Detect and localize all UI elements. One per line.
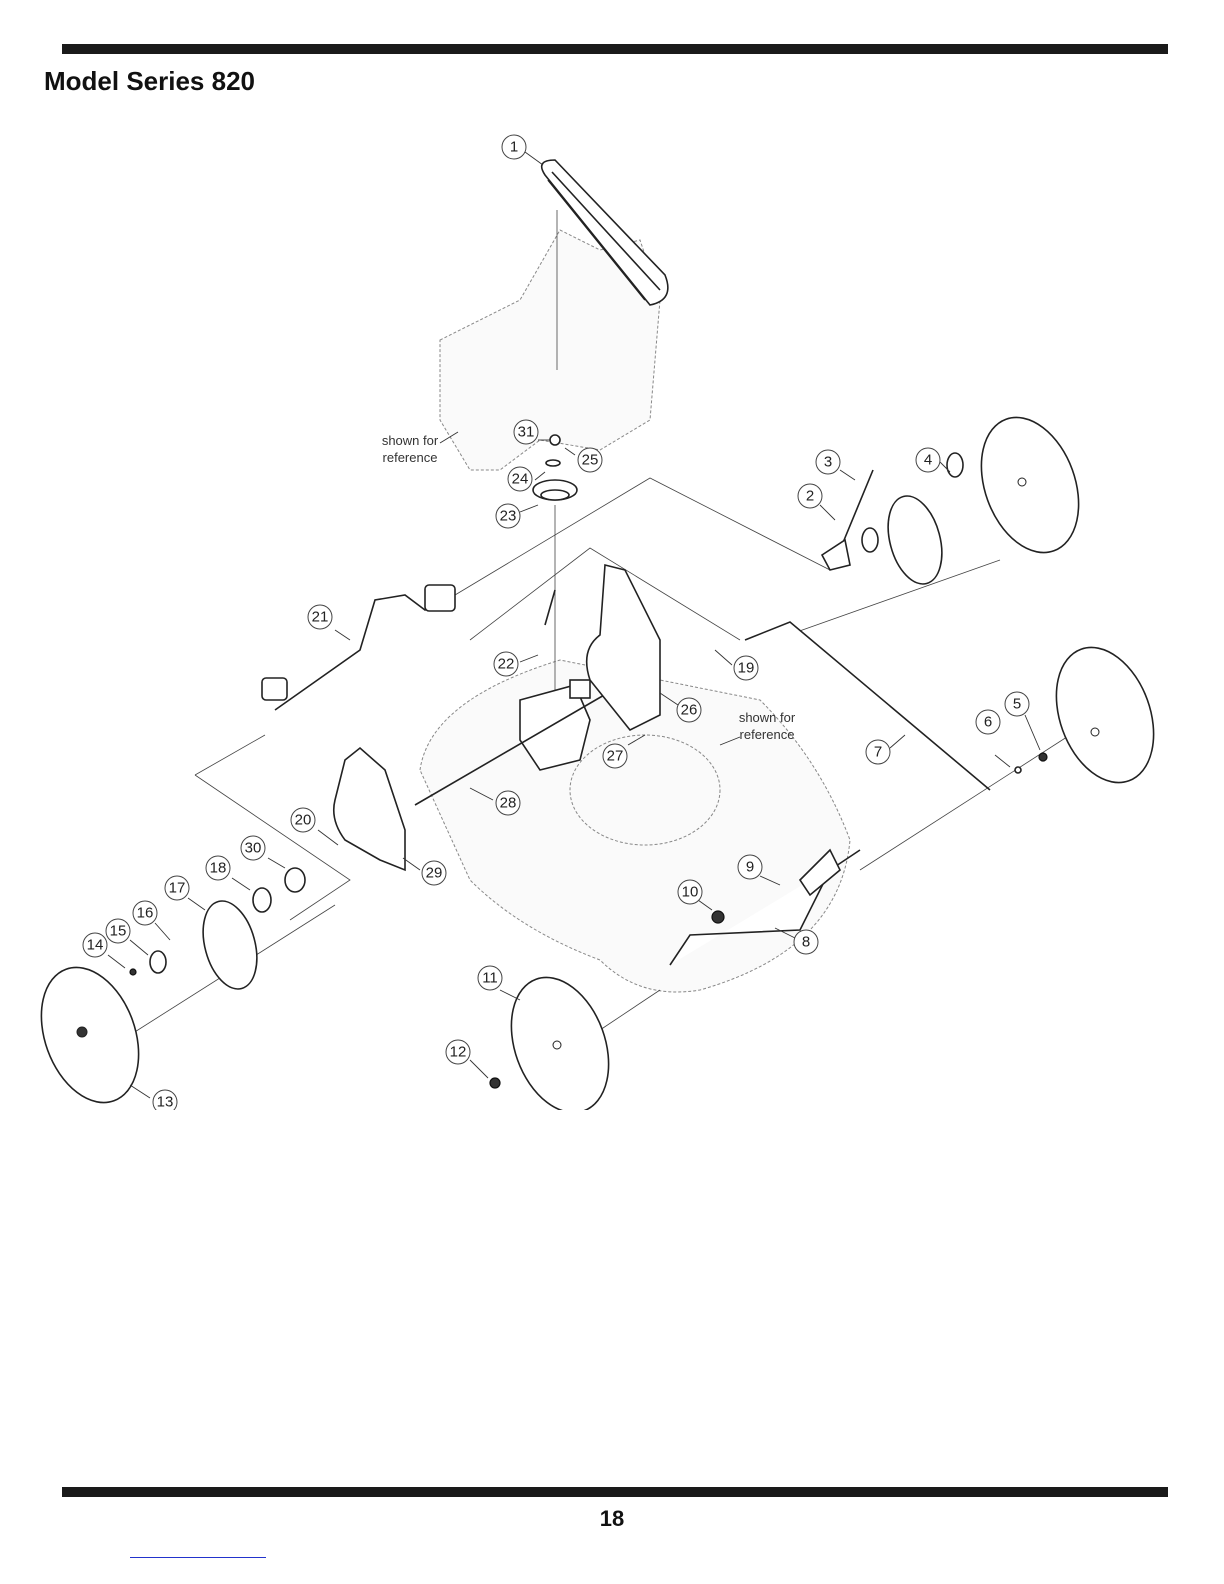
callout-28: 28	[496, 791, 520, 815]
callout-label: 16	[137, 905, 154, 922]
callout-17: 17	[165, 876, 189, 900]
callout-30: 30	[241, 836, 265, 860]
callout-27: 27	[603, 744, 627, 768]
top-rule	[62, 44, 1168, 54]
callout-3: 3	[816, 450, 840, 474]
callout-9: 9	[738, 855, 762, 879]
callout-2: 2	[798, 484, 822, 508]
callout-7: 7	[866, 740, 890, 764]
callout-label: 19	[738, 660, 755, 677]
reference-note-line: shown for	[382, 433, 439, 448]
callout-label: 13	[157, 1094, 174, 1111]
callout-label: 10	[682, 884, 699, 901]
page-number: 18	[0, 1506, 1224, 1532]
callout-11: 11	[478, 966, 502, 990]
callout-label: 18	[210, 860, 227, 877]
callout-label: 26	[681, 702, 698, 719]
extension-spring	[545, 590, 555, 625]
callout-24: 24	[508, 467, 532, 491]
callout-8: 8	[794, 930, 818, 954]
callout-26: 26	[677, 698, 701, 722]
reference-note-engine: shown for reference	[382, 433, 439, 465]
callout-5: 5	[1005, 692, 1029, 716]
left-height-bracket	[334, 748, 405, 870]
page-title: Model Series 820	[44, 66, 255, 97]
rear-pivot-rod	[262, 585, 455, 710]
callout-label: 1	[510, 139, 518, 156]
callout-21: 21	[308, 605, 332, 629]
callout-label: 28	[500, 795, 517, 812]
wheel-rear-left	[24, 954, 156, 1110]
reference-note-line: shown for	[739, 710, 796, 725]
callout-label: 12	[450, 1044, 467, 1061]
callout-16: 16	[133, 901, 157, 925]
callout-label: 20	[295, 812, 312, 829]
callout-10: 10	[678, 880, 702, 904]
callout-13: 13	[153, 1090, 177, 1110]
callout-label: 25	[582, 452, 599, 469]
callout-label: 4	[924, 452, 932, 469]
callout-31: 31	[514, 420, 538, 444]
height-adjust-lever	[822, 470, 873, 570]
callout-label: 17	[169, 880, 186, 897]
callout-1: 1	[502, 135, 526, 159]
callout-20: 20	[291, 808, 315, 832]
callout-18: 18	[206, 856, 230, 880]
callout-label: 30	[245, 840, 262, 857]
callout-label: 11	[482, 970, 498, 987]
callout-23: 23	[496, 504, 520, 528]
callout-6: 6	[976, 710, 1000, 734]
callout-label: 24	[512, 471, 529, 488]
callout-25: 25	[578, 448, 602, 472]
callout-label: 7	[874, 744, 882, 761]
footer-link-underline	[130, 1557, 266, 1558]
wheel-rear-right	[964, 404, 1096, 566]
callout-14: 14	[83, 933, 107, 957]
wheel-front-left	[494, 964, 626, 1110]
callout-4: 4	[916, 448, 940, 472]
callout-label: 14	[87, 937, 104, 954]
callout-label: 6	[984, 714, 992, 731]
callout-label: 15	[110, 923, 127, 940]
callout-19: 19	[734, 656, 758, 680]
reference-note-line: reference	[740, 727, 795, 742]
callout-label: 27	[607, 748, 624, 765]
callout-label: 3	[824, 454, 832, 471]
callout-label: 2	[806, 488, 814, 505]
callout-label: 31	[518, 424, 535, 441]
wheel-front-right	[1039, 634, 1171, 796]
callout-label: 23	[500, 508, 517, 525]
callout-label: 22	[498, 656, 515, 673]
callout-15: 15	[106, 919, 130, 943]
bottom-rule	[62, 1487, 1168, 1497]
drive-wheel-gear-right	[862, 453, 963, 590]
callout-29: 29	[422, 861, 446, 885]
callout-label: 8	[802, 934, 810, 951]
callout-label: 29	[426, 865, 443, 882]
callout-label: 5	[1013, 696, 1021, 713]
parts-diagram: shown for reference shown for reference …	[0, 110, 1224, 1110]
reference-note-line: reference	[383, 450, 438, 465]
callout-12: 12	[446, 1040, 470, 1064]
callout-label: 9	[746, 859, 754, 876]
callout-22: 22	[494, 652, 518, 676]
callout-label: 21	[312, 609, 329, 626]
